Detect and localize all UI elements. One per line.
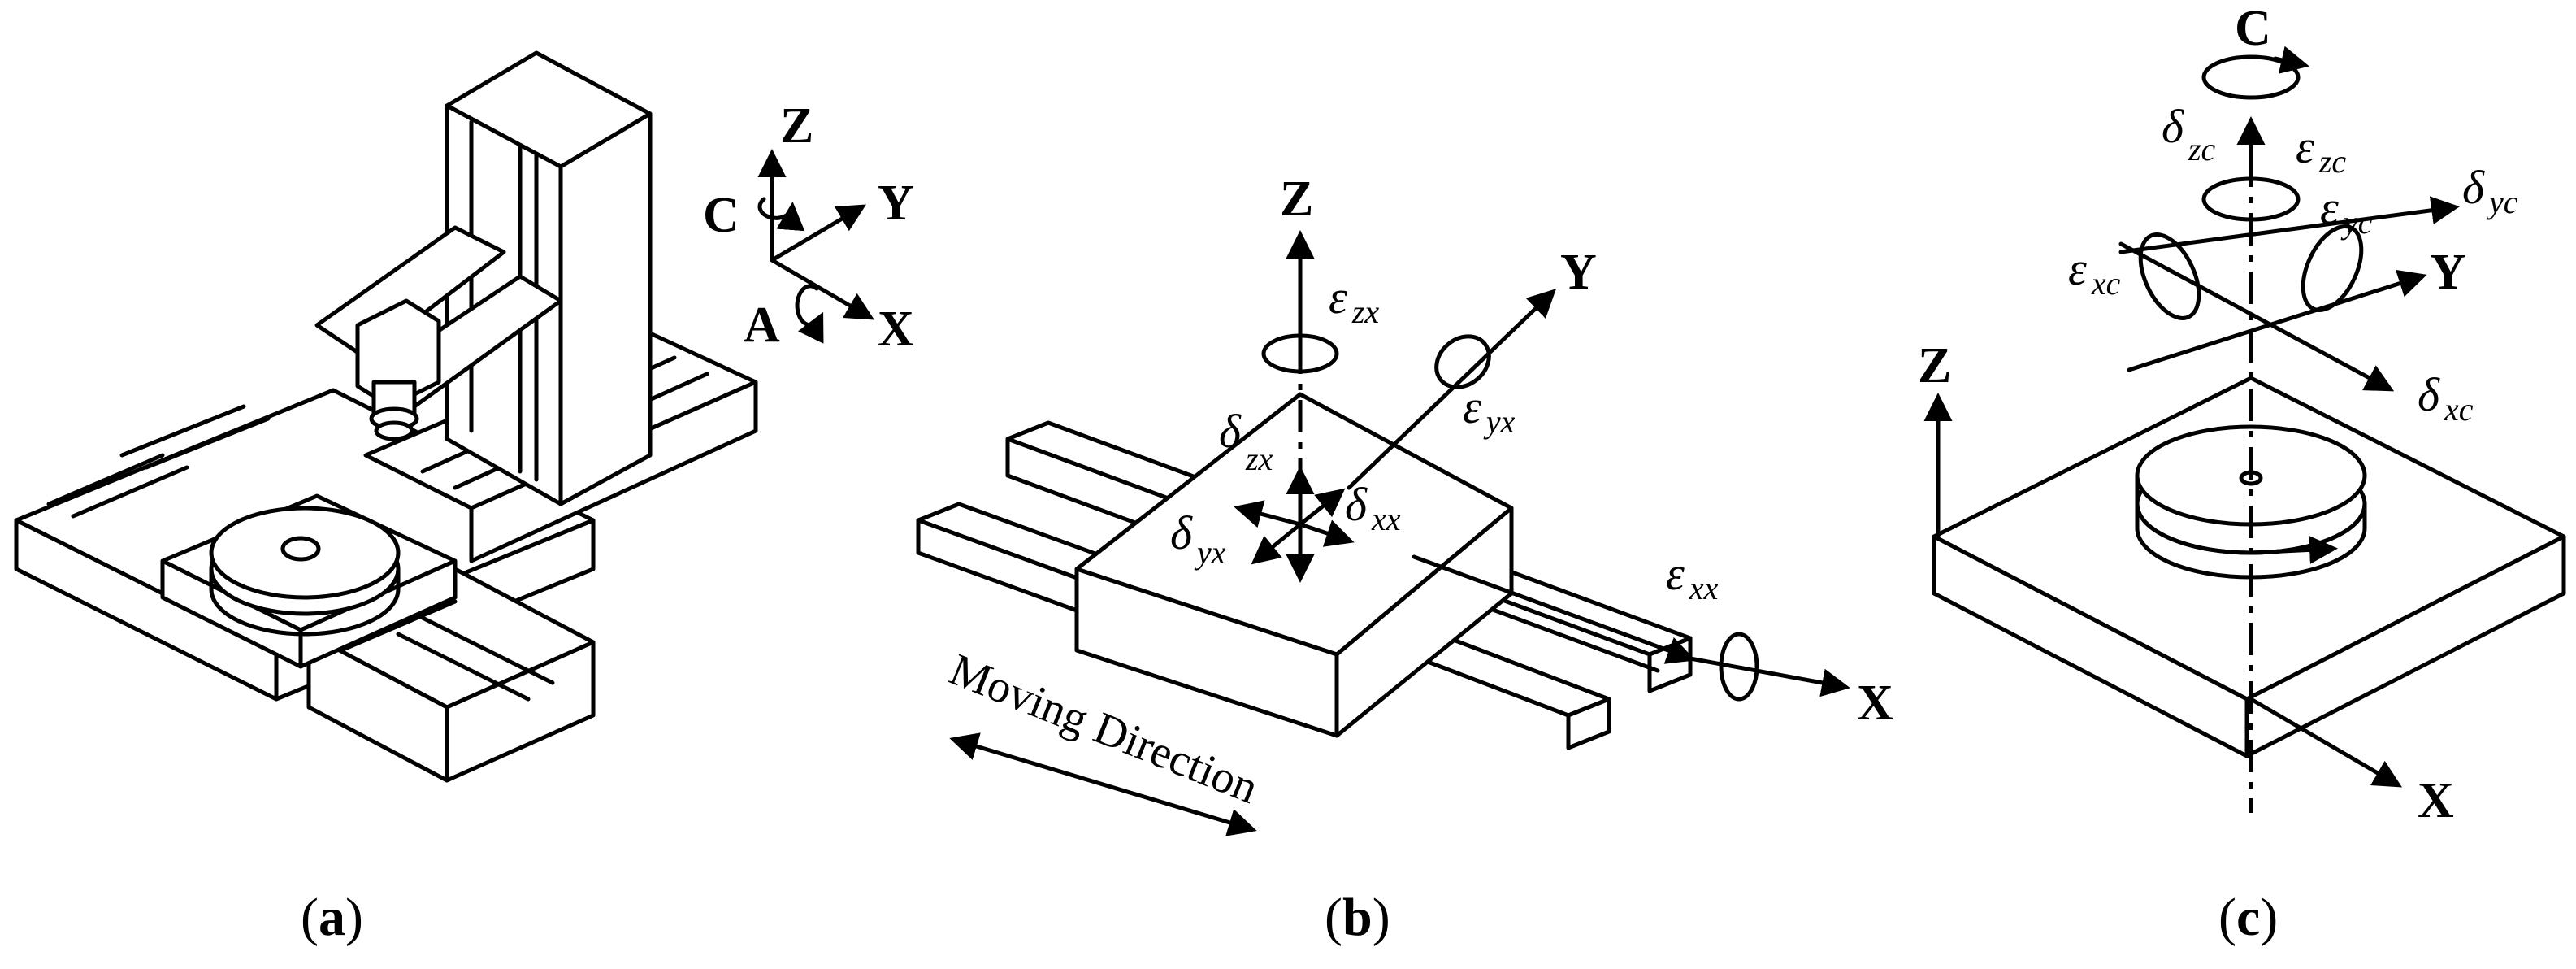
axis-c-z-label: Z — [1918, 338, 1951, 393]
rotary-table — [160, 493, 458, 669]
caption-a: (a) — [301, 888, 363, 947]
spindle-head — [314, 225, 563, 441]
axis-b-y-label: Y — [1560, 245, 1597, 300]
axis-c-y-label: Y — [2430, 245, 2466, 300]
axis-a-c-label: C — [703, 188, 739, 243]
panel-a-axes: Z Y X C A — [703, 98, 914, 357]
axis-b-x-label: X — [1857, 676, 1893, 731]
axis-a-y-label: Y — [878, 176, 914, 231]
caption-b: (b) — [1325, 888, 1390, 947]
axis-c-x-label: X — [2418, 773, 2454, 828]
delta-zx-label: δzx — [1219, 405, 1273, 477]
axis-c-c-label: C — [2235, 1, 2271, 56]
caption-c: (c) — [2218, 888, 2278, 947]
axis-b-z-label: Z — [1280, 172, 1313, 227]
axis-a-a-label: A — [744, 298, 780, 353]
panel-a: Z Y X C A (a) — [14, 50, 914, 947]
axis-a-z-label: Z — [780, 98, 813, 154]
column — [445, 50, 653, 506]
rotary-plate — [1932, 376, 2566, 758]
carriage-block — [1074, 392, 1514, 738]
axis-a-x-label: X — [878, 302, 914, 357]
